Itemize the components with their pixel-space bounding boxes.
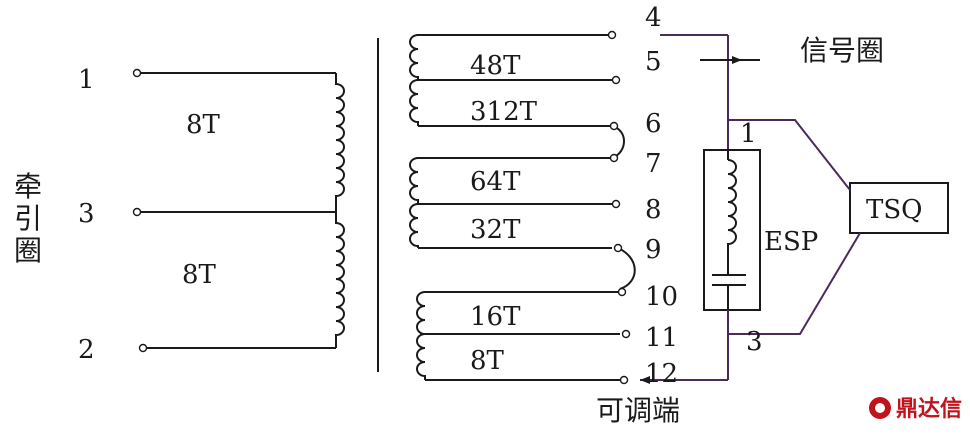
turns-64t: 64T xyxy=(470,167,521,197)
coil-8t xyxy=(416,333,426,380)
labels: 1 3 2 8T 8T 牵 引 圈 48T 312T 64T 32T 16T 8… xyxy=(14,3,922,427)
terminal-9 xyxy=(613,243,623,253)
terminal-7 xyxy=(609,153,619,163)
coil-48t xyxy=(409,34,419,80)
terminal-4-label: 4 xyxy=(645,3,662,33)
tsq-line-top xyxy=(728,119,851,191)
jumper-6-7 xyxy=(611,125,625,159)
primary-coil-label: 牵 引 圈 xyxy=(14,170,51,267)
adjustable-end-label: 可调端 xyxy=(596,394,680,427)
terminal-10-label: 10 xyxy=(645,282,678,312)
turns-312t: 312T xyxy=(470,97,538,127)
primary-turns-lower: 8T xyxy=(182,260,217,290)
terminal-9-label: 9 xyxy=(645,235,662,265)
tsq-label: TSQ xyxy=(866,195,922,225)
esp-box xyxy=(703,149,761,311)
terminal-8 xyxy=(611,199,621,209)
terminal-6-label: 6 xyxy=(645,109,662,139)
tsq-line-bottom xyxy=(728,232,861,335)
primary-terminal-1 xyxy=(132,68,142,78)
tsq-box xyxy=(849,182,949,234)
watermark-text: 鼎达信 xyxy=(896,396,962,422)
terminal-4 xyxy=(607,30,617,40)
terminal-11 xyxy=(621,329,631,339)
esp-coil xyxy=(727,159,737,275)
esp-terminal-1-label: 1 xyxy=(740,119,757,149)
esp-circuit xyxy=(640,34,949,384)
terminal-7-label: 7 xyxy=(645,149,662,179)
signal-coil-arrow xyxy=(732,56,742,64)
coil-16t xyxy=(416,291,426,335)
coil-312t xyxy=(409,79,419,126)
turns-48t: 48T xyxy=(470,51,521,81)
turns-16t: 16T xyxy=(470,302,521,332)
turns-8t: 8T xyxy=(470,346,505,376)
coil-32t xyxy=(409,203,419,248)
terminal-11-label: 11 xyxy=(645,323,678,353)
primary-terminal-2-label: 2 xyxy=(78,335,95,365)
signal-coil-label: 信号圈 xyxy=(800,34,884,67)
primary-winding xyxy=(132,68,345,353)
terminal-10 xyxy=(617,287,627,297)
watermark: 鼎达信 xyxy=(869,396,962,422)
terminal-5-label: 5 xyxy=(645,47,662,77)
esp-terminal-3-label: 3 xyxy=(746,327,763,357)
esp-label: ESP xyxy=(764,227,818,257)
primary-turns-upper: 8T xyxy=(186,110,221,140)
terminal-8-label: 8 xyxy=(645,195,662,225)
primary-terminal-2 xyxy=(138,343,148,353)
terminal-12 xyxy=(619,375,629,385)
primary-coil-lower xyxy=(335,212,345,348)
secondary-winding xyxy=(409,30,636,385)
primary-terminal-3-label: 3 xyxy=(78,199,95,229)
primary-terminal-3 xyxy=(132,207,142,217)
terminal-6 xyxy=(609,121,619,131)
terminal-12-label: 12 xyxy=(645,359,678,389)
coil-64t xyxy=(409,157,419,204)
terminal-5 xyxy=(611,75,621,85)
jumper-9-10 xyxy=(617,247,636,290)
turns-32t: 32T xyxy=(470,215,521,245)
primary-coil-upper xyxy=(335,73,345,212)
primary-terminal-1-label: 1 xyxy=(78,65,95,95)
